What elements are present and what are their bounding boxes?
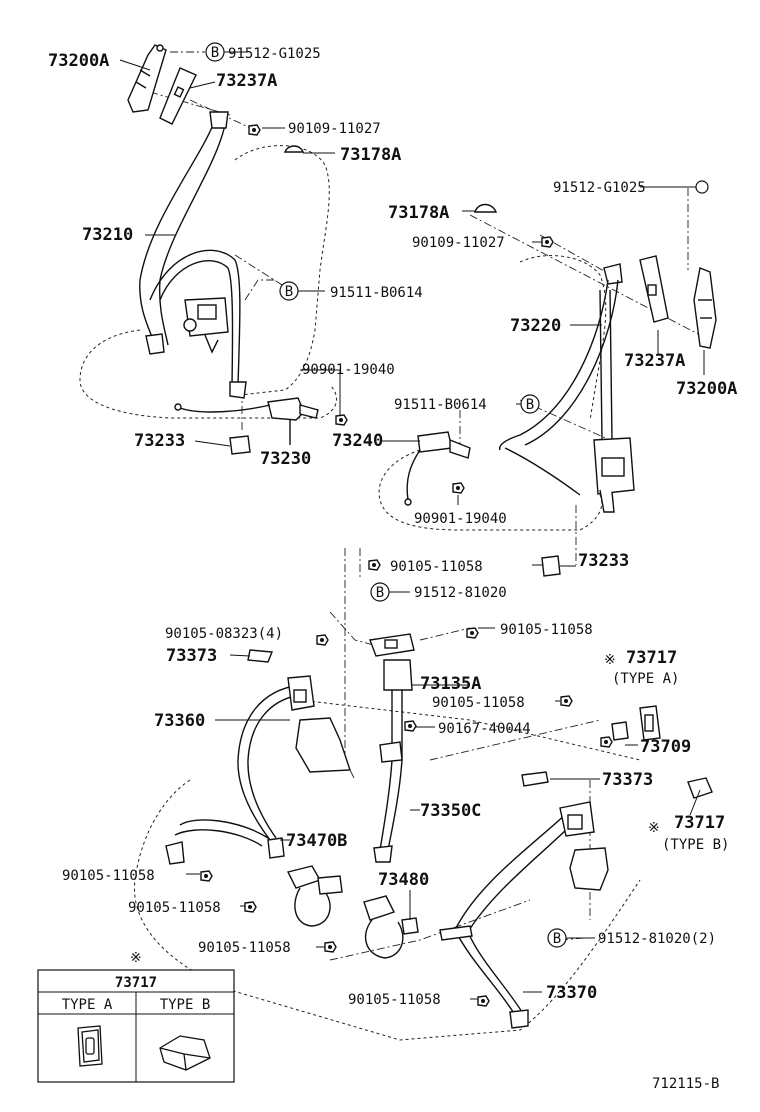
label-90105-11058-e: 90105-11058 [128, 900, 221, 916]
label-73350C: 73350C [420, 801, 481, 821]
circle-letter: B [553, 931, 561, 947]
rear-seat-outline [133, 779, 641, 1041]
label-90105-11058-f: 90105-11058 [198, 940, 291, 956]
plate-73373-right [521, 771, 549, 787]
label-73233-left: 73233 [134, 431, 185, 451]
label-90901-19040-left: 90901-19040 [302, 362, 395, 378]
plate-73373-left [247, 649, 273, 663]
label-73709: 73709 [640, 737, 691, 757]
label-90105-11058-a: 90105-11058 [390, 559, 483, 575]
right-seat-back-outline [519, 255, 607, 421]
label-73210: 73210 [82, 225, 133, 245]
label-91512-81020-2: 91512-81020(2) [598, 931, 716, 947]
anchor-plate-right [693, 267, 717, 349]
label-73178A-left: 73178A [340, 145, 401, 165]
belt-73360 [237, 684, 301, 841]
legend-table-73717: ※ 73717 TYPE A TYPE B [37, 950, 235, 1083]
label-73373-right: 73373 [602, 770, 653, 790]
rear-belt-assembly [165, 633, 713, 1029]
label-73220: 73220 [510, 316, 561, 336]
label-90167-40044: 90167-40044 [438, 721, 531, 737]
buckle-73470B [286, 865, 322, 889]
part-73709 [611, 721, 629, 741]
right-front-belt-assembly [404, 203, 717, 577]
label-90109-11027-left: 90109-11027 [288, 121, 381, 137]
label-91511-B0614-left: 91511-B0614 [330, 285, 423, 301]
label-90109-11027-right: 90109-11027 [412, 235, 505, 251]
label-73200A-left: 73200A [48, 51, 109, 71]
circle-letter: B [211, 45, 219, 61]
cap-left [283, 145, 305, 153]
center-belt-73350C [379, 690, 393, 851]
cover-73233-right [541, 555, 561, 577]
legend-type-a: TYPE A [62, 997, 113, 1013]
label-73135A: 73135A [420, 674, 481, 694]
label-73470B: 73470B [286, 831, 347, 851]
label-73373-left: 73373 [166, 646, 217, 666]
left-front-belt-assembly [127, 44, 319, 455]
label-73230: 73230 [260, 449, 311, 469]
circled-b-letters: B B B B B [211, 45, 561, 947]
legend-part-number: 73717 [115, 975, 157, 991]
cap-right [474, 203, 498, 213]
right-seat-cushion-outline [378, 449, 603, 531]
left-seat-back-outline [234, 145, 330, 396]
label-73233-right: 73233 [578, 551, 629, 571]
diagram-code: 712115-B [652, 1076, 719, 1092]
buckle-left [267, 397, 305, 421]
label-73480: 73480 [378, 870, 429, 890]
label-90105-11058-b: 90105-11058 [500, 622, 593, 638]
label-type-a: (TYPE A) [612, 671, 679, 687]
leader-lines [119, 51, 705, 1000]
label-73237A-right: 73237A [624, 351, 685, 371]
label-90105-11058-d: 90105-11058 [62, 868, 155, 884]
legend-type-b: TYPE B [160, 997, 211, 1013]
label-73717-type-a: 73717 [626, 648, 677, 668]
label-type-b: (TYPE B) [662, 837, 729, 853]
circle-letter: B [376, 585, 384, 601]
label-90105-08323: 90105-08323(4) [165, 626, 283, 642]
label-73240: 73240 [332, 431, 383, 451]
label-91512-81020: 91512-81020 [414, 585, 507, 601]
buckle-73480 [363, 895, 395, 921]
anchor-plate-left [127, 44, 167, 113]
ref-mark-type-b: ※ [648, 820, 660, 836]
label-73360: 73360 [154, 711, 205, 731]
label-73370: 73370 [546, 983, 597, 1003]
cap-73717-type-b [687, 777, 713, 799]
label-91512-G1025-right: 91512-G1025 [553, 180, 646, 196]
buckle-73240 [417, 431, 453, 453]
label-73237A-left: 73237A [216, 71, 277, 91]
label-90105-11058-g: 90105-11058 [348, 992, 441, 1008]
legend-ref-mark: ※ [130, 950, 142, 966]
ref-mark-type-a: ※ [604, 652, 616, 668]
label-91512-G1025-left: 91512-G1025 [228, 46, 321, 62]
circle-letter: B [285, 284, 293, 300]
cover-73233-left [229, 435, 251, 455]
label-90105-11058-c: 90105-11058 [432, 695, 525, 711]
circle-letter: B [526, 397, 534, 413]
belt-73370 [454, 809, 571, 1016]
label-73717-type-b: 73717 [674, 813, 725, 833]
belt-webbing-left [139, 119, 216, 346]
seat-outlines [79, 145, 641, 1041]
belt-webbing-right [498, 279, 609, 451]
label-90901-19040-right: 90901-19040 [414, 511, 507, 527]
label-73200A-right: 73200A [676, 379, 737, 399]
part-labels: 73200A 91512-G1025 73237A 90109-11027 73… [48, 46, 737, 1092]
label-91511-B0614-right: 91511-B0614 [394, 397, 487, 413]
label-73178A-right: 73178A [388, 203, 449, 223]
left-seat-cushion-outline [79, 329, 338, 419]
